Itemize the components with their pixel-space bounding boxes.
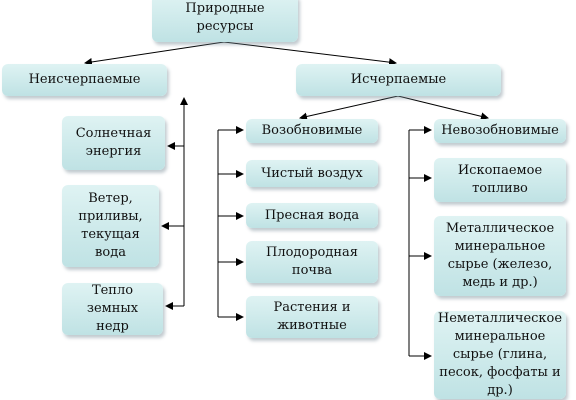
- node-wind-tides-water: Ветер, приливы, текущая вода: [62, 185, 159, 267]
- node-earth-heat: Тепло земных недр: [62, 283, 163, 335]
- node-nonmetallic-minerals: Неметаллическое минеральное сырье (глина…: [434, 311, 566, 399]
- node-inexhaustible: Неисчерпаемые: [2, 64, 167, 96]
- node-metallic-minerals: Металлическое минеральное сырье (железо,…: [434, 216, 566, 296]
- node-fossil-fuel: Ископаемое топливо: [434, 158, 566, 202]
- node-solar-energy: Солнечная энергия: [62, 116, 165, 170]
- node-natural-resources: Природные ресурсы: [152, 0, 298, 42]
- node-renewable: Возобновимые: [246, 119, 378, 143]
- node-clean-air: Чистый воздух: [246, 160, 378, 187]
- node-exhaustible: Исчерпаемые: [296, 64, 501, 96]
- node-fresh-water: Пресная вода: [246, 203, 378, 228]
- node-plants-animals: Растения и животные: [246, 296, 378, 338]
- node-fertile-soil: Плодородная почва: [246, 241, 378, 283]
- node-nonrenewable: Невозобновимые: [434, 119, 566, 143]
